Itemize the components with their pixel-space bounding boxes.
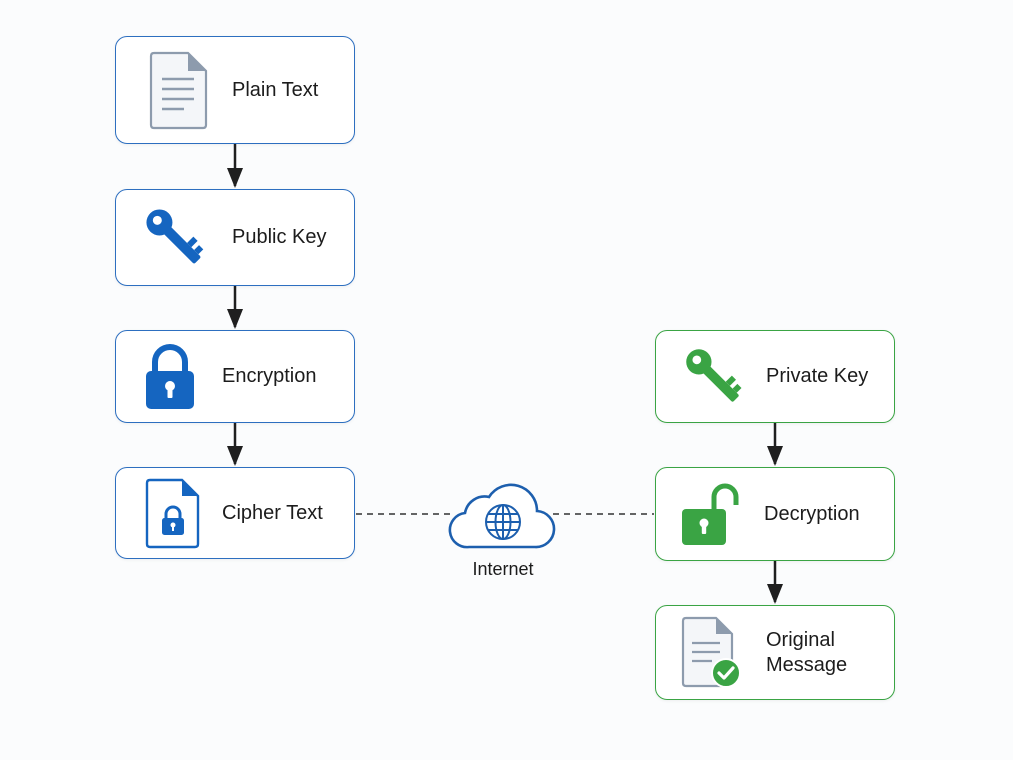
internet-cloud	[447, 475, 557, 555]
node-original-message: Original Message	[655, 605, 895, 700]
node-public-key: Public Key	[115, 189, 355, 286]
node-label: Cipher Text	[222, 501, 323, 524]
key-icon	[676, 331, 752, 422]
label-line-1: Original	[766, 628, 835, 651]
node-label: Plain Text	[232, 78, 319, 101]
node-label: Private Key	[766, 365, 869, 387]
lock-icon	[138, 331, 202, 422]
document-icon	[144, 37, 214, 143]
node-private-key: Private Key	[655, 330, 895, 423]
node-label: Decryption	[764, 502, 860, 525]
locked-document-icon	[140, 468, 206, 558]
node-label: Encryption	[222, 365, 317, 387]
node-label: Public Key	[232, 226, 327, 248]
internet-label: Internet	[472, 559, 534, 579]
node-encryption: Encryption	[115, 330, 355, 423]
cloud-globe-icon	[448, 483, 556, 549]
node-cipher-text: Cipher Text	[115, 467, 355, 559]
node-plain-text: Plain Text	[115, 36, 355, 144]
node-label-multiline: Original Message	[766, 606, 847, 699]
node-decryption: Decryption	[655, 467, 895, 561]
label-line-2: Message	[766, 653, 848, 676]
key-icon	[136, 190, 214, 285]
unlock-icon	[676, 468, 742, 560]
verified-document-icon	[676, 606, 746, 699]
